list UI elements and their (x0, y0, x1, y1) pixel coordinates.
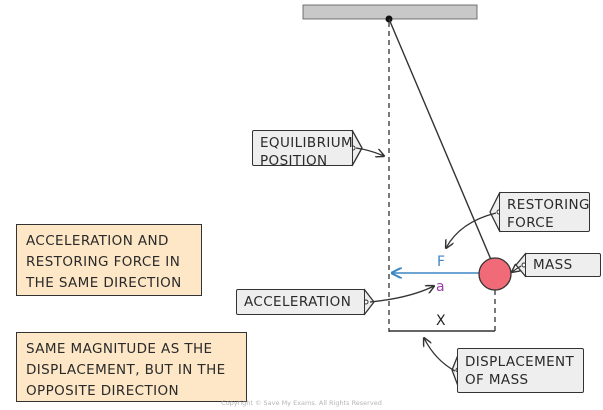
mass-pointer-arrow (512, 266, 522, 272)
acceleration-symbol: a (436, 279, 445, 295)
magnitude-note-line-1: SAME MAGNITUDE AS THE (26, 341, 213, 357)
restoring-force-pointer-arrow (446, 212, 497, 248)
acceleration-label: ACCELERATION (236, 289, 365, 315)
copyright-text: Copyright © Save My Exams. All Rights Re… (221, 399, 382, 407)
pendulum-string (388, 18, 493, 263)
magnitude-note-line-3: OPPOSITE DIRECTION (26, 383, 180, 399)
mass-label: MASS (525, 253, 601, 277)
displacement-symbol: X (436, 313, 446, 329)
displacement-of-mass-label: DISPLACEMENT OF MASS (457, 348, 584, 393)
mass-label-text: MASS (533, 257, 573, 273)
direction-note-line-2: RESTORING FORCE IN (26, 254, 181, 270)
magnitude-note-line-2: DISPLACEMENT, BUT IN THE (26, 362, 226, 378)
direction-note-line-3: THE SAME DIRECTION (26, 275, 182, 291)
displacement-label-line-1: DISPLACEMENT (465, 354, 575, 370)
mass-ball (478, 257, 512, 291)
direction-note-line-1: ACCELERATION AND (26, 233, 169, 249)
restoring-force-label: RESTORING FORCE (499, 192, 590, 232)
equilibrium-position-label: EQUILIBRIUM POSITION (252, 130, 354, 169)
equilibrium-pointer-arrow (355, 147, 384, 156)
displacement-label-line-2: OF MASS (465, 372, 529, 388)
restoring-force-label-line-2: FORCE (507, 215, 555, 231)
displacement-pointer-arrow (424, 338, 456, 372)
equilibrium-label-line-1: EQUILIBRIUM (260, 135, 354, 151)
acceleration-pointer-arrow (369, 286, 434, 303)
direction-note-box: ACCELERATION AND RESTORING FORCE IN THE … (16, 224, 202, 296)
acceleration-label-text: ACCELERATION (244, 294, 352, 310)
equilibrium-label-line-2: POSITION (260, 153, 328, 169)
magnitude-note-box: SAME MAGNITUDE AS THE DISPLACEMENT, BUT … (16, 332, 247, 402)
force-symbol: F (437, 254, 446, 270)
restoring-force-tag-point (489, 191, 501, 233)
restoring-force-label-line-1: RESTORING (507, 197, 590, 213)
